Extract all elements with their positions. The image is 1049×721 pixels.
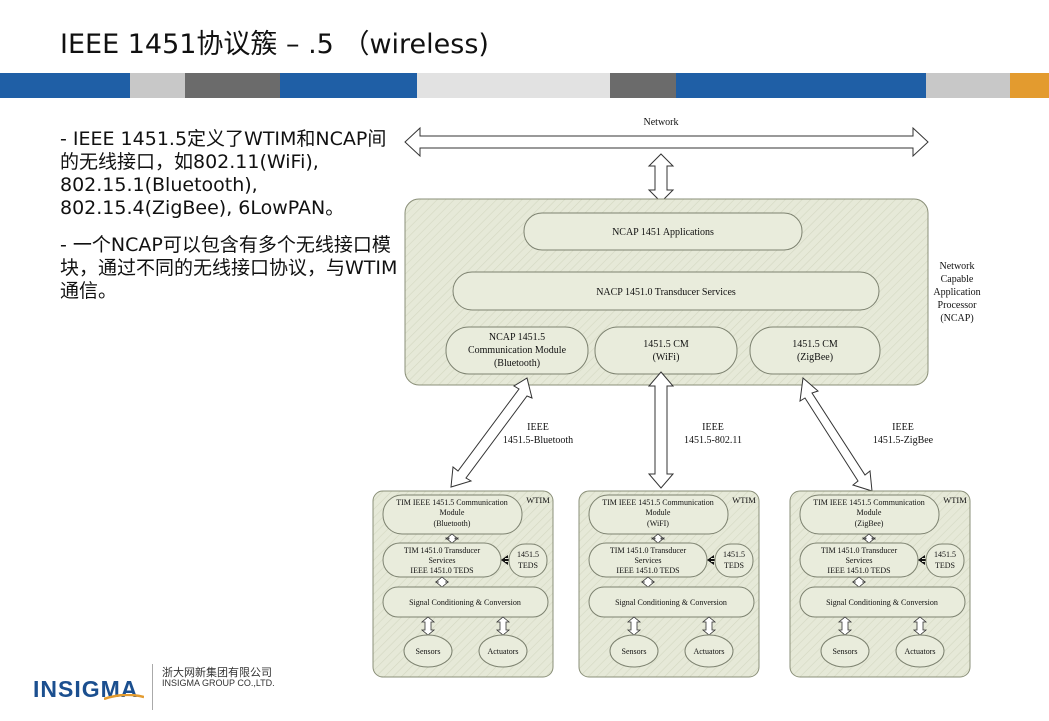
signal-conditioning-box (382, 586, 549, 618)
zigbee-link-arrow (799, 377, 873, 492)
cm-bluetooth-line: NCAP 1451.5 (489, 332, 545, 343)
signal-conditioning-label: Signal Conditioning & Conversion (409, 598, 521, 607)
sensors-label: Sensors (416, 647, 441, 656)
cm-wifi-line: 1451.5 CM (643, 339, 689, 350)
tim-services-label: IEEE 1451.0 TEDS (410, 566, 473, 575)
actuators-label: Actuators (904, 647, 935, 656)
tim-comm-module-label: Module (646, 508, 671, 517)
teds-label: TEDS (935, 561, 955, 570)
cm-zigbee-line: (ZigBee) (797, 352, 833, 363)
tim-services-label: Services (845, 556, 872, 565)
network-arrow (404, 126, 929, 158)
tim-comm-module-label: (Bluetooth) (434, 519, 471, 528)
ncap-side-label: Capable (941, 274, 974, 285)
logo-swoosh-icon (104, 694, 144, 700)
sensors-node (403, 634, 453, 668)
cm-wifi-box (594, 326, 738, 375)
tim-comm-module-label: Module (857, 508, 882, 517)
signal-conditioning-label: Signal Conditioning & Conversion (615, 598, 727, 607)
tim-comm-module-label: (WiFI) (647, 519, 669, 528)
tim-services-label: Services (428, 556, 455, 565)
ncap-side-label: Network (940, 261, 975, 272)
wtim-tag: WTIM (732, 495, 756, 505)
bullet-list: - IEEE 1451.5定义了WTIM和NCAP间的无线接口，如802.11(… (60, 128, 400, 317)
cm-bluetooth-line: (Bluetooth) (494, 358, 540, 369)
tim-services-label: TIM 1451.0 Transducer (821, 546, 898, 555)
bullet-item: - IEEE 1451.5定义了WTIM和NCAP间的无线接口，如802.11(… (60, 128, 387, 219)
actuators-node (478, 634, 528, 668)
teds-label: 1451.5 (723, 550, 745, 559)
actuators-node (684, 634, 734, 668)
bullet-item: - 一个NCAP可以包含有多个无线接口模块，通过不同的无线接口协议，与WTIM通… (60, 234, 398, 302)
sensors-label: Sensors (833, 647, 858, 656)
company-name-en: INSIGMA GROUP CO.,LTD. (162, 678, 275, 688)
bluetooth-link-arrow (450, 377, 533, 488)
header-bar-segment (417, 73, 610, 98)
teds-label: TEDS (518, 561, 538, 570)
teds-box (925, 543, 965, 578)
cm-bluetooth-box (445, 326, 589, 375)
sensors-node (820, 634, 870, 668)
link-label: 1451.5-Bluetooth (503, 435, 573, 446)
header-bar-segment (610, 73, 676, 98)
header-bar-segment (1010, 73, 1049, 98)
header-bar-segment (676, 73, 926, 98)
link-label: IEEE (702, 422, 724, 433)
actuators-node (895, 634, 945, 668)
tim-comm-module-label: TIM IEEE 1451.5 Communication (396, 498, 508, 507)
tim-comm-module-label: TIM IEEE 1451.5 Communication (602, 498, 714, 507)
cm-wifi-line: (WiFi) (653, 352, 680, 363)
slide-title: IEEE 1451协议簇 – .5 （wireless) (60, 29, 489, 60)
wtim-tag: WTIM (526, 495, 550, 505)
ncap-side-label: Application (933, 287, 980, 298)
tim-services-label: Services (634, 556, 661, 565)
signal-conditioning-box (799, 586, 966, 618)
network-label: Network (644, 117, 679, 128)
company-name-cn: 浙大网新集团有限公司 (162, 666, 272, 679)
link-label: IEEE (892, 422, 914, 433)
header-bar-segment (926, 73, 1010, 98)
ncap-apps-box (523, 212, 803, 251)
signal-conditioning-label: Signal Conditioning & Conversion (826, 598, 938, 607)
wtim-tag: WTIM (943, 495, 967, 505)
ncap-side-label: (NCAP) (940, 313, 973, 324)
header-bar-segment (280, 73, 417, 98)
actuators-label: Actuators (487, 647, 518, 656)
sensors-label: Sensors (622, 647, 647, 656)
transducer-services-box (452, 271, 880, 311)
sensors-node (609, 634, 659, 668)
wifi-link-arrow (647, 371, 675, 489)
insigma-logo: INSIGMA (33, 676, 139, 702)
tim-services-label: TIM 1451.0 Transducer (404, 546, 481, 555)
header-bar-segment (185, 73, 280, 98)
network-ncap-arrow (647, 153, 675, 203)
cm-zigbee-line: 1451.5 CM (792, 339, 838, 350)
tim-services-label: TIM 1451.0 Transducer (610, 546, 687, 555)
tim-services-label: IEEE 1451.0 TEDS (827, 566, 890, 575)
tim-services-label: IEEE 1451.0 TEDS (616, 566, 679, 575)
ncap-side-label: Processor (938, 300, 978, 311)
teds-box (714, 543, 754, 578)
tim-comm-module-label: (ZigBee) (855, 519, 884, 528)
teds-box (508, 543, 548, 578)
link-label: IEEE (527, 422, 549, 433)
ncap-apps-label: NCAP 1451 Applications (612, 227, 714, 238)
teds-label: TEDS (724, 561, 744, 570)
transducer-services-label: NACP 1451.0 Transducer Services (596, 287, 736, 298)
cm-zigbee-box (749, 326, 881, 375)
cm-bluetooth-line: Communication Module (468, 345, 567, 356)
header-bar-segment (130, 73, 185, 98)
signal-conditioning-box (588, 586, 755, 618)
actuators-label: Actuators (693, 647, 724, 656)
header-bar-segment (0, 73, 130, 98)
link-label: 1451.5-802.11 (684, 435, 742, 446)
footer-divider (152, 664, 153, 710)
teds-label: 1451.5 (517, 550, 539, 559)
tim-comm-module-label: TIM IEEE 1451.5 Communication (813, 498, 925, 507)
tim-comm-module-label: Module (440, 508, 465, 517)
link-label: 1451.5-ZigBee (873, 435, 934, 446)
teds-label: 1451.5 (934, 550, 956, 559)
